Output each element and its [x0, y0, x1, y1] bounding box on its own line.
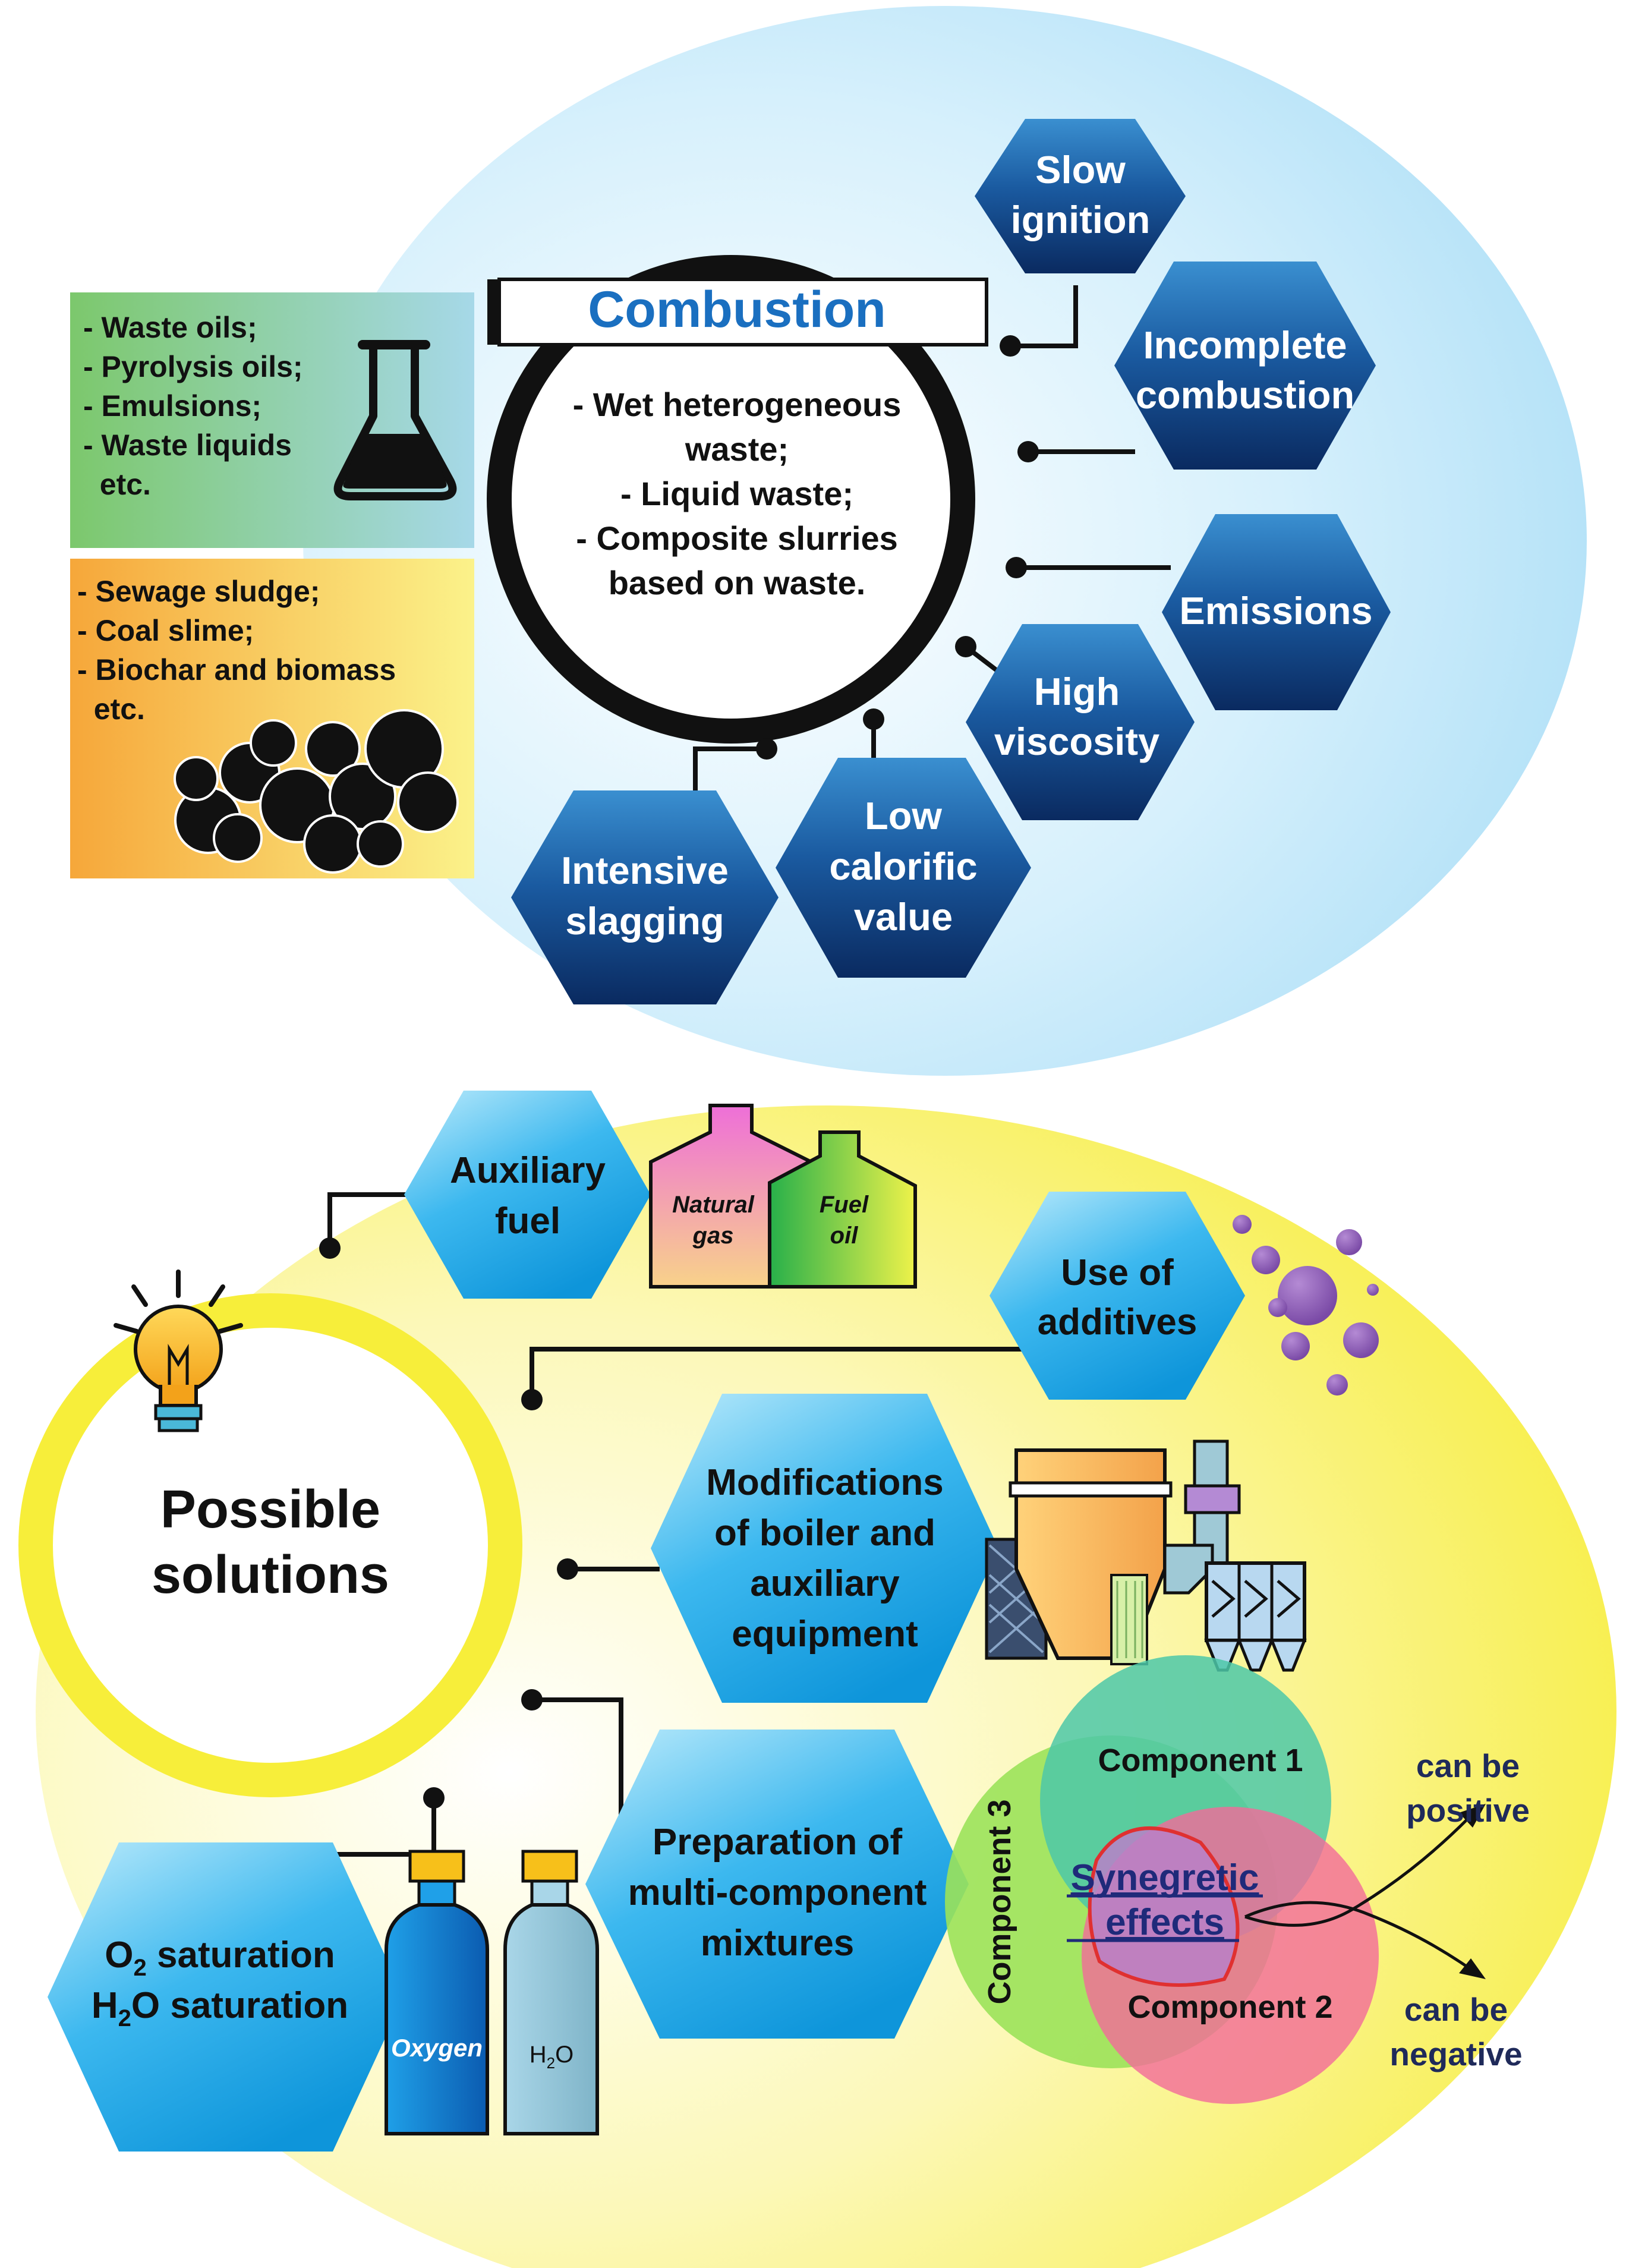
particles-icon: [174, 709, 459, 874]
hex-auxiliary-fuel: Auxiliary fuel: [404, 1091, 651, 1299]
boiler-equipment-icon: [985, 1439, 1307, 1672]
combustion-line-4: - Composite slurries: [576, 519, 897, 557]
arrow-negative-head: [1459, 1958, 1486, 1979]
hex-high-viscosity: High viscosity: [966, 624, 1195, 820]
liquid-item-3: - Emulsions;: [83, 389, 261, 423]
bubbles-icon: [1233, 1215, 1379, 1396]
solid-waste-box: - Sewage sludge; - Coal slime; - Biochar…: [70, 559, 474, 878]
hex-auxfuel-line-2: fuel: [495, 1201, 560, 1242]
synergy-line-2: effects: [1105, 1902, 1224, 1943]
flask-icon: [333, 340, 457, 500]
natural-gas-line-1: Natural: [672, 1192, 755, 1218]
combustion-line-2: waste;: [685, 430, 789, 468]
hex-low-calorific: Low calorific value: [776, 758, 1031, 978]
combustion-ring: [487, 255, 975, 744]
hex-boiler-line-3: auxiliary: [750, 1563, 900, 1604]
problem-connector-dots: [756, 335, 1039, 760]
hex-boiler-modifications: Modifications of boiler and auxiliary eq…: [651, 1394, 998, 1703]
o2-pre: O: [105, 1935, 133, 1976]
positive-line-2: positive: [1406, 1792, 1530, 1829]
venn-label-component-3: Component 3: [982, 1800, 1017, 2005]
hex-mixtures: Preparation of multi-component mixtures: [585, 1730, 969, 2039]
hex-viscosity-line-1: High: [1034, 670, 1120, 713]
liquid-item-1: - Waste oils;: [83, 311, 257, 344]
hex-calorific-line-3: value: [854, 895, 953, 938]
fuel-oil-line-1: Fuel: [820, 1192, 869, 1218]
oxygen-label: Oxygen: [391, 2034, 483, 2062]
oxygen-bottle-icon: Oxygen: [385, 1850, 489, 2135]
solutions-title-line-1: Possible: [160, 1480, 380, 1539]
hex-boiler-line-4: equipment: [732, 1614, 918, 1655]
combustion-title: Combustion: [588, 281, 886, 338]
negative-line-2: negative: [1389, 2036, 1522, 2072]
solutions-ring: [18, 1293, 522, 1797]
o2-sub: 2: [134, 1955, 147, 1981]
lightbulb-icon: [114, 1270, 243, 1432]
fuel-oil-line-2: oil: [830, 1223, 859, 1249]
solid-item-1: - Sewage sludge;: [77, 575, 320, 608]
hex-saturation: O2 saturation H2O saturation: [48, 1842, 404, 2152]
positive-line-1: can be: [1416, 1747, 1520, 1784]
hex-calorific-line-2: calorific: [829, 845, 977, 888]
solid-item-2: - Coal slime;: [77, 614, 254, 647]
hex-additives: Use of additives: [990, 1192, 1245, 1400]
solid-item-3: - Biochar and biomass: [77, 653, 396, 686]
venn-overlap: [1088, 1826, 1240, 1987]
hex-calorific-line-1: Low: [865, 794, 942, 837]
hex-auxfuel-line-1: Auxiliary: [450, 1150, 606, 1191]
water-bottle-icon: H2O: [503, 1850, 599, 2135]
combustion-line-5: based on waste.: [609, 564, 866, 601]
solution-connector-dots: [319, 1237, 578, 1809]
hex-slow-ignition-line-2: ignition: [1011, 198, 1151, 241]
venn-diagram: Component 1 Component 2 Component 3 Syne…: [945, 1655, 1379, 2104]
saturation-h2o-text: H2O saturation: [92, 1985, 348, 2031]
h2o-post: O saturation: [131, 1985, 348, 2026]
hex-emissions: Emissions: [1162, 514, 1391, 710]
arrow-positive-head: [1459, 1804, 1486, 1828]
hex-slagging-line-1: Intensive: [561, 849, 729, 892]
combustion-title-box: Combustion: [487, 278, 988, 346]
hex-intensive-slagging: Intensive slagging: [511, 790, 779, 1004]
hex-emissions-line-1: Emissions: [1179, 589, 1372, 632]
venn-label-component-2: Component 2: [1128, 1989, 1333, 2025]
venn-label-component-1: Component 1: [1098, 1743, 1303, 1778]
solid-item-4: etc.: [77, 692, 145, 726]
hex-boiler-line-1: Modifications: [706, 1462, 944, 1503]
water-pre: H: [530, 2042, 547, 2068]
o2-post: saturation: [147, 1935, 335, 1976]
hex-boiler-line-2: of boiler and: [714, 1513, 935, 1554]
hex-slow-ignition-line-1: Slow: [1035, 148, 1126, 191]
hex-incomplete-combustion: Incomplete combustion: [1114, 262, 1376, 470]
liquid-waste-box: - Waste oils; - Pyrolysis oils; - Emulsi…: [70, 292, 474, 548]
saturation-o2-text: O2 saturation: [105, 1935, 335, 1981]
negative-line-1: can be: [1404, 1991, 1508, 2028]
hex-slow-ignition: Slow ignition: [975, 119, 1186, 273]
synergy-line-1: Synegretic: [1070, 1857, 1259, 1898]
combustion-line-3: - Liquid waste;: [620, 475, 853, 512]
h2o-pre: H: [92, 1985, 118, 2026]
natural-gas-line-2: gas: [692, 1223, 734, 1249]
hex-additives-line-1: Use of: [1061, 1252, 1174, 1293]
synergy-arrows: [1244, 1817, 1469, 1969]
liquid-item-2: - Pyrolysis oils;: [83, 350, 303, 383]
solutions-title-line-2: solutions: [152, 1545, 389, 1605]
water-sub: 2: [547, 2054, 555, 2072]
hex-mixtures-line-1: Preparation of: [653, 1822, 903, 1863]
hex-mixtures-line-2: multi-component: [628, 1872, 927, 1913]
hex-incomplete-line-1: Incomplete: [1143, 323, 1347, 367]
fuel-oil-tank-icon: Fuel oil: [768, 1130, 917, 1289]
h2o-sub: 2: [118, 2005, 131, 2031]
hex-additives-line-2: additives: [1038, 1302, 1198, 1343]
combustion-line-1: - Wet heterogeneous: [573, 386, 902, 423]
hex-incomplete-line-2: combustion: [1136, 373, 1354, 417]
hex-slagging-line-2: slagging: [565, 899, 724, 943]
liquid-item-5: etc.: [83, 468, 151, 501]
hex-mixtures-line-3: mixtures: [701, 1923, 854, 1964]
water-post: O: [555, 2042, 573, 2068]
liquid-item-4: - Waste liquids: [83, 429, 292, 462]
hex-viscosity-line-2: viscosity: [994, 720, 1159, 763]
water-label: H2O: [530, 2042, 573, 2072]
